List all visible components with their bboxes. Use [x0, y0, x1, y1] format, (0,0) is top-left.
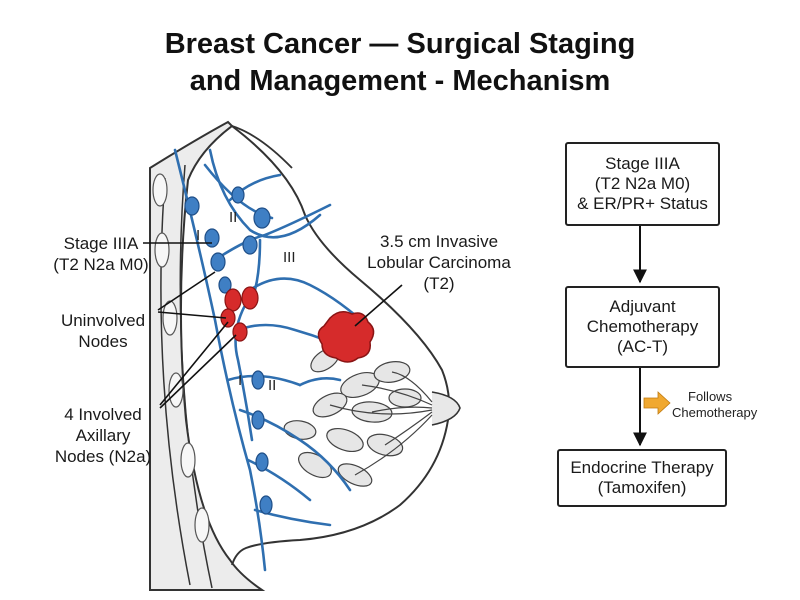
- flow-box-endocrine-therapy: Endocrine Therapy (Tamoxifen): [557, 449, 727, 507]
- lymphatic-vessels: [173, 148, 374, 572]
- page-title: Breast Cancer — Surgical Staging and Man…: [0, 26, 800, 100]
- title-line-2: and Management - Mechanism: [189, 65, 611, 97]
- leader-lines: [143, 242, 403, 409]
- uninvolved-nodes: [184, 186, 273, 515]
- level-label-II-lower: II: [268, 377, 276, 394]
- stage-label: Stage IIIA (T2 N2a M0): [53, 234, 149, 274]
- flow-box-staging: Stage IIIA (T2 N2a M0) & ER/PR+ Status: [565, 142, 720, 226]
- axilla-outline: [231, 125, 293, 169]
- rib-cross-sections: [152, 173, 210, 543]
- level-label-I-lower: I: [238, 372, 242, 389]
- level-label-II-upper: II: [229, 209, 237, 226]
- tumor-label: 3.5 cm Invasive Lobular Carcinoma (T2): [367, 232, 511, 293]
- level-label-I-upper: I: [196, 227, 200, 244]
- follows-chemotherapy-note: Follows Chemotherapy: [672, 389, 758, 420]
- lactiferous-ducts: [329, 371, 433, 476]
- title-line-1: Breast Cancer — Surgical Staging: [164, 28, 636, 60]
- follows-arrow-icon: [643, 391, 671, 415]
- tumor: [317, 311, 375, 363]
- involved-nodes-label: 4 Involved Axillary Nodes (N2a): [54, 405, 152, 466]
- glandular-lobules: [283, 347, 422, 487]
- flow-box-chemotherapy: Adjuvant Chemotherapy (AC-T): [565, 286, 720, 368]
- nipple: [431, 391, 461, 426]
- uninvolved-nodes-label: Uninvolved Nodes: [60, 311, 146, 351]
- level-label-III: III: [283, 249, 296, 266]
- involved-nodes: [220, 286, 259, 342]
